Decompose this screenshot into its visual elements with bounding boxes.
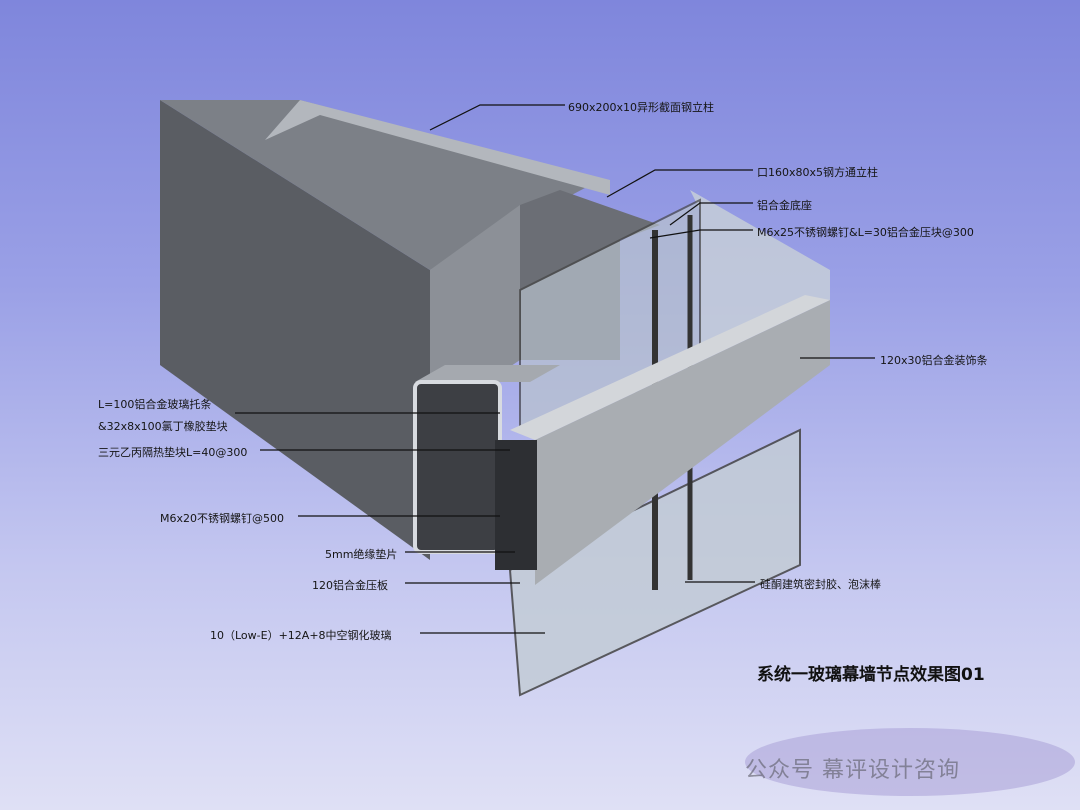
pressure-plate — [495, 440, 537, 570]
label-decorative-strip: 120x30铝合金装饰条 — [880, 354, 988, 367]
decorative-strip-top — [510, 295, 830, 440]
steel-column-side — [160, 100, 430, 560]
label-screw-m6x20: M6x20不锈钢螺钉@500 — [160, 512, 284, 525]
label-glass: 10（Low-E）+12A+8中空钢化玻璃 — [210, 629, 392, 642]
label-alu-base: 铝合金底座 — [757, 199, 812, 212]
label-steel-column: 690x200x10异形截面钢立柱 — [568, 101, 715, 114]
label-insulation-pad: 5mm绝缘垫片 — [325, 548, 398, 561]
label-pressure-plate: 120铝合金压板 — [312, 579, 388, 592]
decorative-strip-front — [535, 300, 830, 585]
label-sealant: 硅酮建筑密封胶、泡沫棒 — [760, 578, 881, 591]
label-screw-m6x25: M6x25不锈钢螺钉&L=30铝合金压块@300 — [757, 226, 974, 239]
steel-column-inner-wall — [265, 100, 610, 195]
label-square-tube: 口160x80x5钢方通立柱 — [757, 166, 879, 179]
watermark-background — [745, 728, 1075, 796]
label-epdm-block: 三元乙丙隔热垫块L=40@300 — [98, 446, 248, 459]
diagram-title: 系统一玻璃幕墙节点效果图01 — [757, 665, 985, 685]
label-rubber-block: &32x8x100氯丁橡胶垫块 — [98, 420, 228, 433]
watermark: 公众号 幕评设计咨询 — [745, 758, 960, 783]
alu-box-front — [413, 380, 502, 554]
alu-box-top — [415, 365, 560, 382]
leader-lines — [235, 104, 875, 634]
label-glass-bracket: L=100铝合金玻璃托条 — [98, 398, 212, 411]
